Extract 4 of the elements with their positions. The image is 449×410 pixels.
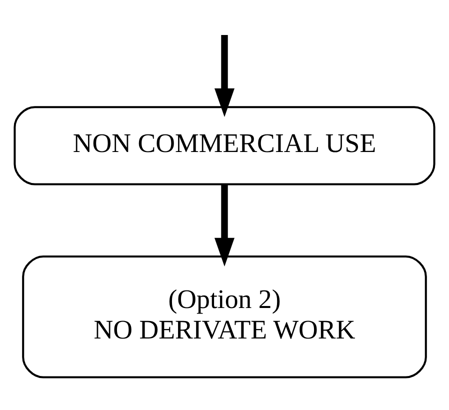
node-box: (Option 2) NO DERIVATE WORK [22, 254, 427, 378]
node-box: NON COMMERCIAL USE [14, 106, 436, 185]
arrow [214, 184, 235, 266]
arrow [214, 34, 235, 116]
